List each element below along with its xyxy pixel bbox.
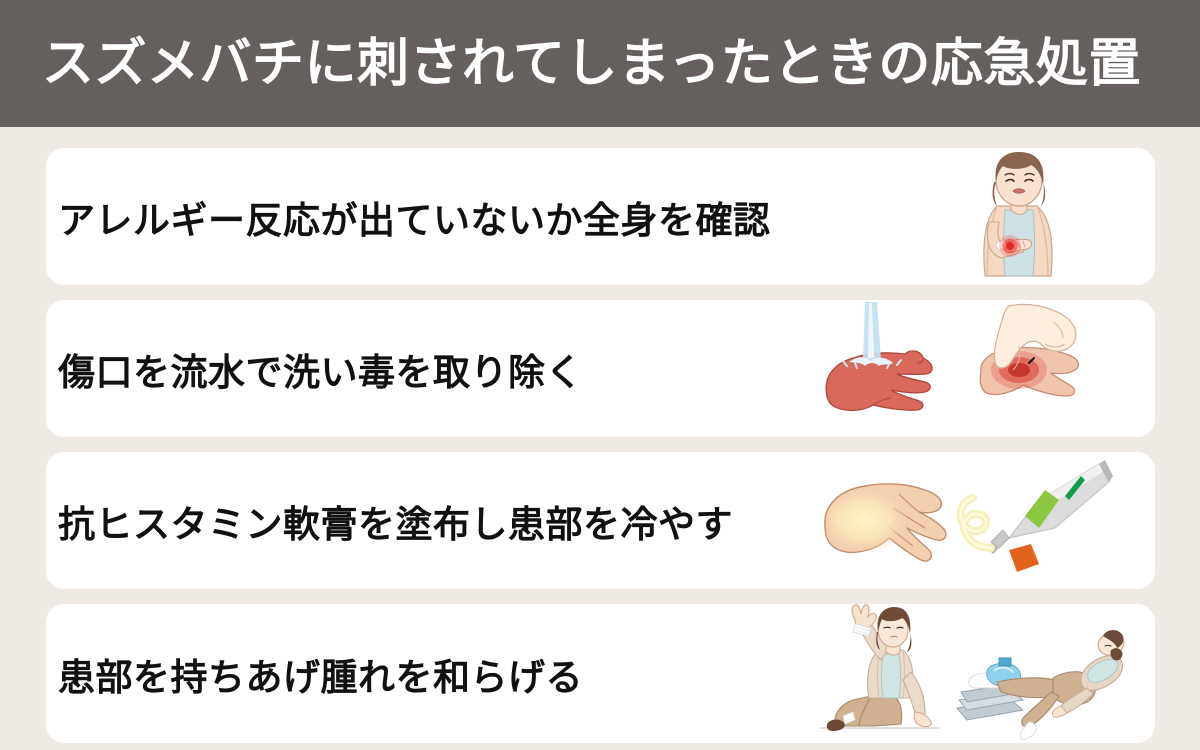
step-card-2: 傷口を流水で洗い毒を取り除く [46,300,1155,437]
limb-elevation-icon [819,604,1125,740]
page-title: スズメバチに刺されてしまったときの応急処置 [42,33,1141,94]
step-4-label: 患部を持ちあげ腫れを和らげる [58,655,583,699]
step-card-4: 患部を持ちあげ腫れを和らげる [46,604,1155,743]
step-1-label: アレルギー反応が出ていないか全身を確認 [58,198,771,242]
hand-with-ointment [824,483,947,562]
person-lying-leg-elevated [956,630,1125,740]
step-3-illustration [813,452,1113,589]
woman-checking-body-icon [983,152,1053,277]
step-card-3: 抗ヒスタミン軟膏を塗布し患部を冷やす [46,452,1155,589]
step-2-illustration [813,300,1113,437]
ointment-tube [956,460,1113,572]
step-1-illustration [927,148,1107,285]
step-4-illustration [815,604,1125,743]
hand-squeezing-venom [979,303,1080,397]
header-bar: スズメバチに刺されてしまったときの応急処置 [0,0,1200,127]
hand-under-water [825,302,933,412]
ointment-application-icon [824,460,1113,572]
step-3-label: 抗ヒスタミン軟膏を塗布し患部を冷やす [58,502,733,546]
washing-wound-icon [825,302,1080,412]
step-card-1: アレルギー反応が出ていないか全身を確認 [46,148,1155,285]
seated-woman-raising-arm [819,604,939,731]
step-2-label: 傷口を流水で洗い毒を取り除く [58,350,583,394]
